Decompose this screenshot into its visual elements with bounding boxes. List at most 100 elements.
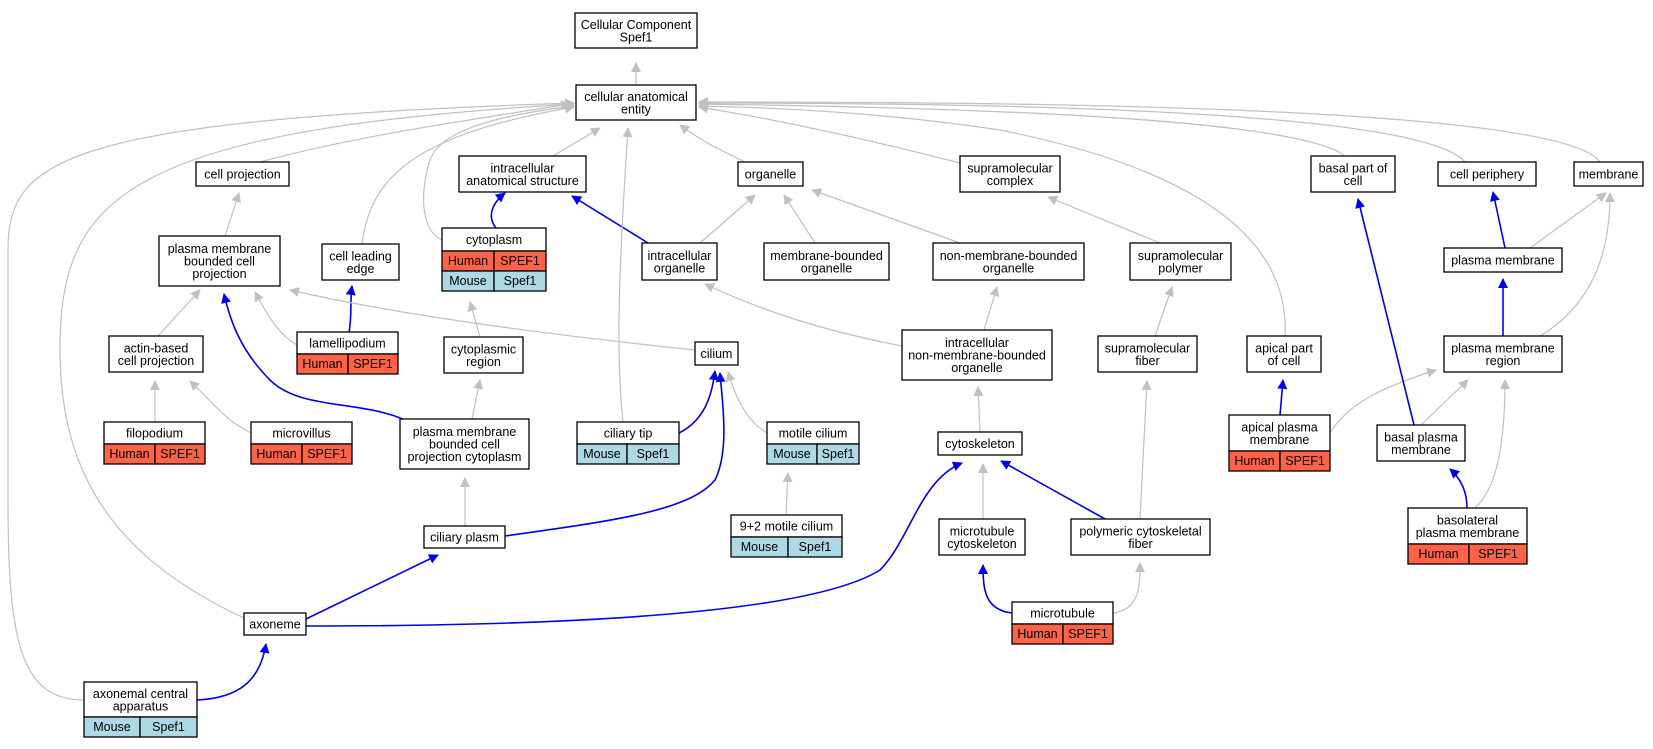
node-label: projection cytoplasm — [408, 450, 522, 464]
edge-is-a-inmbo-to-nmbo — [983, 286, 1000, 331]
node-box — [1407, 507, 1528, 545]
node-label: organelle — [654, 261, 705, 275]
edge-is-a-cellproj-to-cae — [259, 100, 571, 163]
species-label: Mouse — [93, 720, 131, 734]
node-label: fiber — [1135, 354, 1159, 368]
species-label: Human — [1017, 627, 1057, 641]
node-box — [1443, 335, 1563, 373]
edge-part-of-basalpm-to-basalpart — [1355, 198, 1415, 426]
node-box — [737, 161, 804, 187]
node-label: organelle — [983, 261, 1034, 275]
edge-part-of-basolateral-to-basalpm — [1449, 468, 1468, 509]
gene-cell — [139, 716, 198, 738]
edge-is-a-cytoplasm-to-cae — [422, 102, 575, 241]
node-label: cell projection — [204, 168, 280, 182]
edge-is-a-supcomplex-to-cae — [698, 103, 961, 164]
node-ciliaryplasm[interactable]: ciliary plasm — [423, 525, 506, 549]
gene-cell — [1062, 623, 1114, 645]
edge-is-a-lamelli-to-pmbcp — [254, 291, 298, 346]
edge-part-of-ciliarytip-to-cilium — [678, 370, 719, 434]
edge-is-a-cytoregion-to-cytoplasm — [467, 301, 481, 338]
edge-is-a-mbo-to-organelle — [783, 194, 816, 244]
node-box — [1437, 161, 1537, 187]
node-cytoskeleton[interactable]: cytoskeleton — [937, 431, 1023, 456]
edge-is-a-ias-to-cae — [552, 127, 601, 157]
node-label: cytoplasm — [466, 233, 522, 247]
node-label: membrane-bounded — [770, 249, 883, 263]
edge-is-a-nmbo-to-organelle — [811, 188, 961, 244]
edge-is-a-ninetwo-to-motile — [782, 472, 793, 516]
node-box — [763, 242, 890, 281]
node-label: supramolecular — [1105, 341, 1190, 355]
node-cilium[interactable]: cilium — [694, 341, 739, 366]
gene-label: SPEF1 — [1285, 454, 1325, 468]
edge-is-a-organelle-to-cae — [679, 124, 746, 163]
node-label: axonemal central — [93, 687, 188, 701]
node-label: edge — [347, 262, 375, 276]
node-label: intracellular — [945, 336, 1009, 350]
edge-part-of-axoneme-to-cytoskeleton — [305, 461, 963, 627]
node-membrane[interactable]: membrane — [1573, 161, 1644, 187]
edge-is-a-supfiber-to-suppoly — [1154, 286, 1174, 337]
node-box — [1310, 155, 1396, 193]
node-box — [1097, 335, 1198, 373]
node-label: membrane — [1250, 433, 1310, 447]
node-label: plasma membrane — [1416, 526, 1520, 540]
gene-cell — [154, 443, 206, 465]
node-label: 9+2 motile cilium — [740, 520, 833, 534]
node-box — [1376, 424, 1466, 462]
node-label: of cell — [1268, 354, 1301, 368]
node-label: cell — [1344, 174, 1363, 188]
node-pm[interactable]: plasma membrane — [1443, 247, 1563, 273]
node-box — [1246, 335, 1322, 373]
edge-is-a-inmbo-to-intraorg — [704, 283, 903, 347]
node-cellproj[interactable]: cell projection — [195, 161, 290, 187]
node-periphery[interactable]: cell periphery — [1437, 161, 1537, 187]
node-organelle[interactable]: organelle — [737, 161, 804, 187]
node-label: lamellipodium — [309, 337, 385, 351]
species-label: Mouse — [741, 540, 779, 554]
node-box — [938, 518, 1026, 556]
edge-is-a-polyfiber-to-supfiber — [1139, 380, 1152, 520]
species-label: Human — [302, 357, 342, 371]
edge-layer — [7, 62, 1615, 701]
node-inmbo[interactable]: intracellularnon-membrane-boundedorganel… — [901, 329, 1053, 381]
node-axoneme[interactable]: axoneme — [243, 612, 307, 636]
node-label: ciliary tip — [604, 427, 653, 441]
